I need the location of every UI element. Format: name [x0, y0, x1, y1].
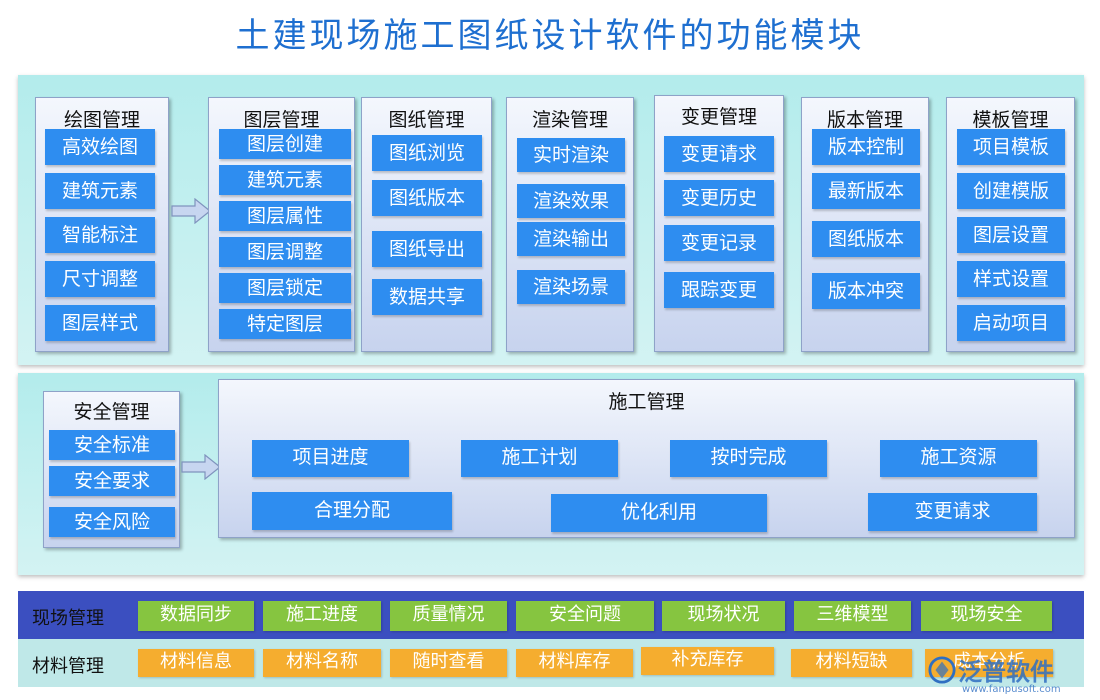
- item-button[interactable]: 图层锁定: [219, 273, 351, 303]
- group-safety: 安全管理 安全标准 安全要求 安全风险: [43, 391, 180, 548]
- item-button[interactable]: 版本冲突: [812, 273, 920, 309]
- item-button[interactable]: 创建模版: [957, 173, 1065, 209]
- item-button[interactable]: 安全风险: [49, 507, 175, 537]
- item-button[interactable]: 图层调整: [219, 237, 351, 267]
- item-button[interactable]: 项目模板: [957, 129, 1065, 165]
- item-button[interactable]: 图纸版本: [372, 180, 482, 216]
- group-drawings: 图纸管理 图纸浏览 图纸版本 图纸导出 数据共享: [361, 97, 492, 352]
- group-title: 图纸管理: [388, 109, 465, 131]
- material-tag[interactable]: 材料库存: [516, 649, 633, 677]
- item-button[interactable]: 渲染输出: [517, 222, 625, 256]
- group-title: 模板管理: [972, 109, 1049, 131]
- right-arrow-icon: [181, 454, 221, 480]
- item-button[interactable]: 跟踪变更: [664, 272, 774, 308]
- item-button[interactable]: 图层属性: [219, 201, 351, 231]
- group-changes: 变更管理 变更请求 变更历史 变更记录 跟踪变更: [654, 95, 784, 352]
- item-button[interactable]: 变更历史: [664, 180, 774, 216]
- item-button[interactable]: 高效绘图: [45, 129, 155, 165]
- group-title: 变更管理: [680, 106, 757, 128]
- item-button[interactable]: 图纸版本: [812, 221, 920, 257]
- site-tag[interactable]: 施工进度: [263, 601, 381, 631]
- item-button[interactable]: 实时渲染: [517, 138, 625, 172]
- group-construction: 施工管理 项目进度 施工计划 按时完成 施工资源 合理分配 优化利用 变更请求: [218, 379, 1075, 538]
- material-tag[interactable]: 材料名称: [263, 649, 381, 677]
- watermark: 泛普软件 www.fanpusoft.com: [928, 650, 1088, 698]
- group-title: 图层管理: [243, 109, 320, 131]
- group-title: 版本管理: [826, 109, 903, 131]
- item-button[interactable]: 最新版本: [812, 173, 920, 209]
- group-drawing: 绘图管理 高效绘图 建筑元素 智能标注 尺寸调整 图层样式: [35, 97, 169, 352]
- item-button[interactable]: 启动项目: [957, 305, 1065, 341]
- site-tag[interactable]: 现场状况: [662, 601, 785, 631]
- item-button[interactable]: 安全要求: [49, 466, 175, 496]
- site-tag[interactable]: 三维模型: [794, 601, 911, 631]
- group-layers: 图层管理 图层创建 建筑元素 图层属性 图层调整 图层锁定 特定图层: [208, 97, 355, 352]
- site-tag[interactable]: 质量情况: [390, 601, 507, 631]
- item-button[interactable]: 变更请求: [868, 493, 1037, 531]
- group-title: 绘图管理: [63, 109, 140, 131]
- group-title: 渲染管理: [531, 109, 608, 131]
- group-title: 安全管理: [73, 401, 150, 423]
- group-rendering: 渲染管理 实时渲染 渲染效果 渲染输出 渲染场景: [506, 97, 634, 352]
- site-label: 现场管理: [32, 608, 104, 629]
- item-button[interactable]: 渲染场景: [517, 270, 625, 304]
- item-button[interactable]: 数据共享: [372, 279, 482, 315]
- right-arrow-icon: [171, 198, 211, 224]
- group-title: 施工管理: [608, 391, 685, 413]
- item-button[interactable]: 尺寸调整: [45, 261, 155, 297]
- material-tag[interactable]: 材料短缺: [791, 649, 912, 677]
- item-button[interactable]: 优化利用: [551, 494, 767, 532]
- item-button[interactable]: 图层样式: [45, 305, 155, 341]
- page-title: 土建现场施工图纸设计软件的功能模块: [235, 16, 865, 56]
- item-button[interactable]: 建筑元素: [45, 173, 155, 209]
- site-tag[interactable]: 数据同步: [138, 601, 254, 631]
- brand-logo-icon: [928, 656, 956, 684]
- item-button[interactable]: 按时完成: [670, 440, 827, 477]
- item-button[interactable]: 变更记录: [664, 225, 774, 261]
- item-button[interactable]: 变更请求: [664, 136, 774, 172]
- material-label: 材料管理: [32, 656, 104, 677]
- item-button[interactable]: 施工资源: [880, 440, 1037, 477]
- item-button[interactable]: 项目进度: [252, 440, 409, 477]
- group-versions: 版本管理 版本控制 最新版本 图纸版本 版本冲突: [801, 97, 929, 352]
- item-button[interactable]: 建筑元素: [219, 165, 351, 195]
- item-button[interactable]: 版本控制: [812, 129, 920, 165]
- item-button[interactable]: 合理分配: [252, 492, 452, 530]
- item-button[interactable]: 图层创建: [219, 129, 351, 159]
- material-tag[interactable]: 材料信息: [138, 649, 254, 677]
- brand-url: www.fanpusoft.com: [962, 684, 1061, 695]
- item-button[interactable]: 样式设置: [957, 261, 1065, 297]
- item-button[interactable]: 安全标准: [49, 430, 175, 460]
- item-button[interactable]: 智能标注: [45, 217, 155, 253]
- material-tag[interactable]: 随时查看: [390, 649, 507, 677]
- material-tag[interactable]: 补充库存: [641, 647, 774, 675]
- item-button[interactable]: 渲染效果: [517, 184, 625, 218]
- item-button[interactable]: 图层设置: [957, 217, 1065, 253]
- group-templates: 模板管理 项目模板 创建模版 图层设置 样式设置 启动项目: [946, 97, 1075, 352]
- item-button[interactable]: 图纸导出: [372, 231, 482, 267]
- item-button[interactable]: 特定图层: [219, 309, 351, 339]
- site-tag[interactable]: 现场安全: [921, 601, 1052, 631]
- item-button[interactable]: 施工计划: [461, 440, 618, 477]
- item-button[interactable]: 图纸浏览: [372, 135, 482, 171]
- brand-name: 泛普软件: [958, 658, 1054, 686]
- site-tag[interactable]: 安全问题: [516, 601, 654, 631]
